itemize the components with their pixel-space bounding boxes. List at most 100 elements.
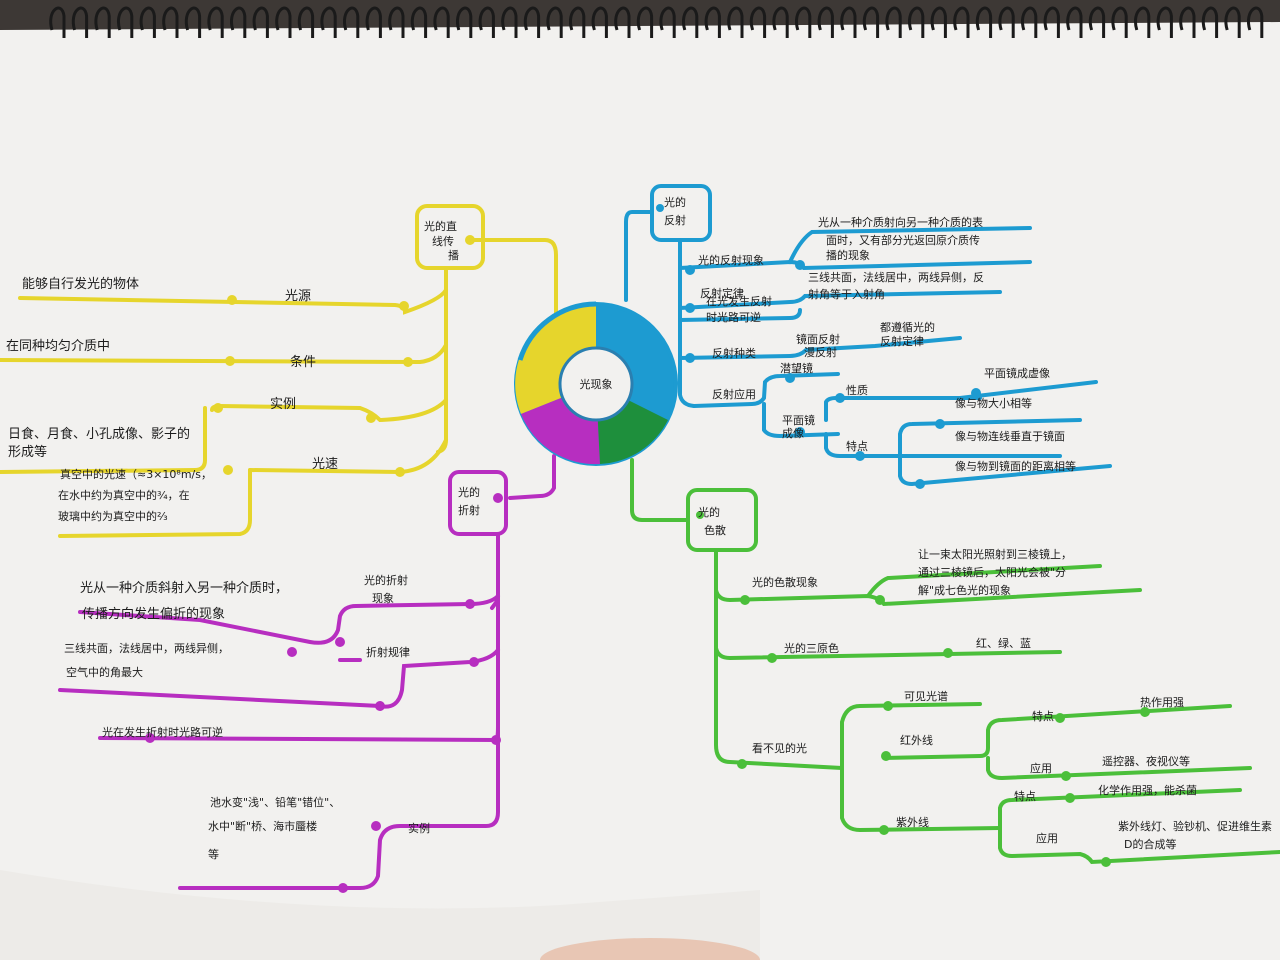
blue-branch	[624, 184, 1112, 487]
feature-1: 像与物大小相等	[955, 396, 1032, 410]
spiral-ring	[320, 6, 337, 38]
spiral-ring	[117, 6, 134, 38]
spiral-ring	[795, 6, 812, 38]
spiral-ring	[591, 6, 608, 38]
speed-text-1: 真空中的光速（≈3×10⁸m/s，	[60, 467, 212, 481]
feature-3: 像与物到镜面的距离相等	[955, 459, 1076, 473]
speed-text-2: 在水中约为真空中的¾，在	[58, 488, 190, 502]
reflection-phenomenon-text-1: 光从一种介质射向另一种介质的表	[818, 215, 983, 229]
purple-dots	[145, 493, 503, 893]
refraction-phenomenon-text-1: 光从一种介质斜射入另一种介质时，	[80, 580, 288, 596]
blue-title-1: 光的	[664, 195, 686, 209]
spiral-ring	[252, 6, 269, 38]
yellow-title-2: 线传	[432, 234, 454, 248]
purple-title-2: 折射	[458, 503, 480, 517]
plane-mirror-label-2: 成像	[782, 427, 804, 440]
ultraviolet-label: 紫外线	[896, 815, 929, 829]
spiral-ring	[1156, 6, 1173, 38]
spiral-ring	[953, 6, 970, 38]
uv-application-text-1: 紫外线灯、验钞机、促进维生素	[1118, 819, 1272, 833]
spiral-ring	[501, 6, 518, 38]
center-node: 光现象	[514, 301, 678, 466]
spiral-ring	[162, 6, 179, 38]
spiral-ring	[998, 6, 1015, 38]
spiral-ring	[184, 6, 202, 38]
visible-spectrum-label: 可见光谱	[904, 689, 948, 703]
examples-text-2: 形成等	[8, 444, 47, 460]
specular-reflection-2: 漫反射	[804, 345, 837, 359]
spiral-ring	[1111, 6, 1128, 38]
blue-title-2: 反射	[664, 213, 686, 227]
periscope-label: 潜望镜	[780, 361, 813, 375]
refraction-examples-text-2: 水中"断"桥、海市蜃楼	[208, 819, 317, 833]
spiral-ring	[230, 6, 247, 38]
spiral-ring	[275, 6, 292, 38]
spiral-ring	[478, 6, 495, 38]
spiral-ring	[365, 6, 382, 38]
spiral-ring	[139, 6, 156, 38]
spiral-ring	[410, 6, 428, 38]
light-source-definition: 能够自行发光的物体	[22, 276, 139, 292]
spiral-ring	[1201, 6, 1219, 38]
spiral-ring	[862, 6, 880, 38]
yellow-dots	[213, 235, 475, 477]
uv-application-text-2: D的合成等	[1124, 837, 1176, 851]
spiral-ring	[94, 6, 111, 38]
properties-label: 性质	[846, 383, 868, 397]
spiral-ring	[71, 6, 89, 38]
paper-sheet	[0, 22, 1280, 960]
reflection-law-text-1: 三线共面，法线居中，两线异侧，反	[808, 270, 984, 284]
condition-text: 在同种均匀介质中	[6, 339, 110, 354]
uv-feature-text: 化学作用强，能杀菌	[1098, 783, 1197, 797]
spiral-ring	[343, 6, 360, 38]
plane-mirror-label-1: 平面镜	[782, 413, 815, 427]
refraction-examples-text-1: 池水变"浅"、铅笔"错位"、	[210, 795, 340, 809]
invisible-light-label: 看不见的光	[752, 741, 807, 755]
ir-application-text: 遥控器、夜视仪等	[1102, 754, 1190, 768]
spiral-ring	[49, 6, 66, 38]
spiral-ring	[727, 6, 744, 38]
spiral-ring	[772, 6, 789, 38]
reflection-phenomenon-text-3: 播的现象	[826, 248, 870, 262]
spiral-ring	[433, 6, 450, 38]
reflection-reversible-2: 时光路可逆	[706, 310, 761, 324]
spiral-ring	[682, 6, 699, 38]
reflection-phenomenon-text-2: 面时，又有部分光返回原介质传	[826, 233, 980, 247]
spiral-ring	[659, 6, 676, 38]
spiral-ring	[930, 6, 947, 38]
refraction-phenomenon-label-2: 现象	[372, 592, 394, 605]
spiral-ring	[817, 6, 834, 38]
reflection-reversible-1: 在光发生反射	[706, 294, 772, 308]
diffuse-reflection-1: 都遵循光的	[880, 320, 935, 334]
reflection-types-label: 反射种类	[712, 346, 756, 360]
spiral-ring	[1043, 6, 1060, 38]
speed-label: 光速	[312, 457, 338, 472]
spiral-ring	[523, 6, 541, 38]
spiral-ring	[975, 6, 993, 38]
ir-feature-text: 热作用强	[1140, 696, 1184, 709]
spiral-ring	[1179, 6, 1196, 38]
spiral-ring	[207, 6, 224, 38]
green-dots	[696, 511, 1150, 867]
light-source-label: 光源	[285, 289, 311, 304]
spiral-ring	[1134, 6, 1151, 38]
dispersion-text-1: 让一束太阳光照射到三棱镜上，	[918, 547, 1072, 561]
spiral-ring	[840, 6, 857, 38]
green-title-1: 光的	[698, 505, 720, 519]
green-branch	[630, 458, 1280, 865]
spiral-ring	[1088, 6, 1106, 38]
center-label: 光现象	[580, 377, 613, 391]
spiral-ring	[1066, 6, 1083, 38]
spiral-ring	[546, 6, 563, 38]
reflection-law-text-2: 射角等于入射角	[808, 287, 885, 301]
refraction-reversible-text: 光在发生折射时光路可逆	[102, 725, 223, 739]
spiral-ring	[1021, 6, 1038, 38]
refraction-examples-text-3: 等	[208, 847, 219, 861]
spiral-ring	[456, 6, 473, 38]
infrared-label: 红外线	[900, 733, 933, 747]
refraction-law-text-1: 三线共面，法线居中，两线异侧，	[64, 641, 229, 655]
ir-features-label: 特点	[1032, 709, 1054, 723]
feature-2: 像与物连线垂直于镜面	[955, 429, 1065, 443]
condition-label: 条件	[290, 354, 316, 370]
green-title-2: 色散	[704, 523, 726, 537]
